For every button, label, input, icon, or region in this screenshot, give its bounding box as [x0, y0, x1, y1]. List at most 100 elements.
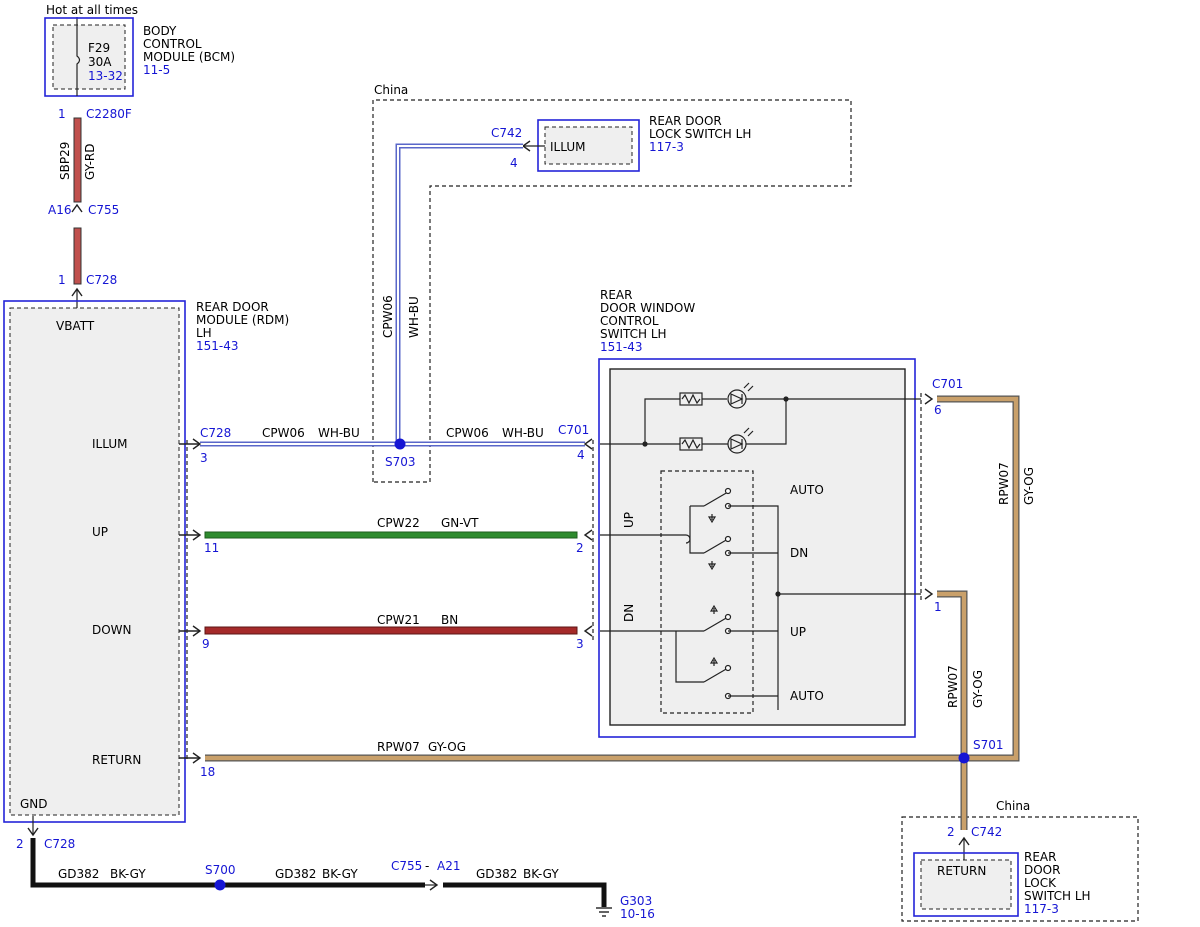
- splice-s703-label: S703: [385, 455, 416, 469]
- rpw-outer-color: GY-OG: [1022, 467, 1036, 505]
- switch-dn-out: DN: [790, 546, 808, 560]
- china-region-bottom-boundary: [901, 816, 1139, 922]
- rdm-vbatt: VBATT: [56, 319, 95, 333]
- switch-up-out: UP: [790, 625, 806, 639]
- lock-top-ref: 117-3: [649, 140, 684, 154]
- rdm-feed-pin: 1: [58, 273, 66, 287]
- down-circuit: CPW21: [377, 613, 420, 627]
- g303-ref: 10-16: [620, 907, 655, 921]
- lock-top-label: ILLUM: [550, 140, 585, 154]
- bcm-name-3: MODULE (BCM): [143, 50, 235, 64]
- fuse-icon: [76, 25, 81, 96]
- gnd-color-3: BK-GY: [523, 867, 559, 881]
- lock-bottom-pin: 2: [947, 825, 955, 839]
- gnd-circuit-3: GD382: [476, 867, 517, 881]
- rdm-up: UP: [92, 525, 108, 539]
- rdm-return: RETURN: [92, 753, 141, 767]
- splice-s700-label: S700: [205, 863, 236, 877]
- c701-6-connector: C701: [932, 377, 963, 391]
- lock-top-name-1: REAR DOOR: [649, 114, 722, 128]
- wire-cpw22: [204, 531, 578, 539]
- lock-bottom-name-4: SWITCH LH: [1024, 889, 1091, 903]
- return-pin-left: 18: [200, 765, 215, 779]
- up-pin-right: 2: [576, 541, 584, 555]
- switch-auto-bottom: AUTO: [790, 689, 824, 703]
- rear-door-module: [3, 300, 186, 823]
- region-label-top: China: [374, 83, 408, 97]
- rdm-down: DOWN: [92, 623, 132, 637]
- switch-dn-label: DN: [622, 604, 636, 622]
- rdm-feed-connector: C728: [86, 273, 117, 287]
- gnd-c755-dash: -: [425, 859, 429, 873]
- switch-auto-top: AUTO: [790, 483, 824, 497]
- rear-door-lock-switch-bottom: [913, 852, 1019, 917]
- wire-rpw07: [205, 395, 1020, 830]
- rpw-outer-circuit: RPW07: [997, 462, 1011, 505]
- up-color: GN-VT: [441, 516, 479, 530]
- switch-ref: 151-43: [600, 340, 643, 354]
- window-control-switch: [598, 358, 916, 738]
- wire-sbp29-upper: [73, 117, 82, 203]
- c755-pin: A16: [48, 203, 71, 217]
- lock-bottom-name-2: DOOR: [1024, 863, 1060, 877]
- illum-left-connector: C728: [200, 426, 231, 440]
- return-color: GY-OG: [428, 740, 466, 754]
- lock-top-pin: 4: [510, 156, 518, 170]
- fuse-id: F29: [88, 41, 110, 55]
- lock-bottom-label: RETURN: [937, 864, 986, 878]
- rear-door-lock-switch-top: [537, 119, 640, 172]
- switch-contacts: [600, 487, 921, 710]
- bcm-pin: 1: [58, 107, 66, 121]
- up-pin-left: 11: [204, 541, 219, 555]
- illum-left-circuit: CPW06: [262, 426, 305, 440]
- illum-left-pin: 3: [200, 451, 208, 465]
- wire-gd382: [30, 838, 607, 907]
- wire-cpw21: [204, 626, 578, 635]
- power-label: Hot at all times: [46, 3, 138, 17]
- return-circuit: RPW07: [377, 740, 420, 754]
- china-region-top-boundary: [372, 99, 852, 483]
- switch-name-4: SWITCH LH: [600, 327, 667, 341]
- rdm-illum: ILLUM: [92, 437, 127, 451]
- bcm-name-1: BODY: [143, 24, 177, 38]
- illum-right-color: WH-BU: [502, 426, 544, 440]
- up-circuit: CPW22: [377, 516, 420, 530]
- bcm-component: F29 30A 13-32: [44, 17, 134, 97]
- rdm-name-1: REAR DOOR: [196, 300, 269, 314]
- rdm-ref: 151-43: [196, 339, 239, 353]
- down-pin-left: 9: [202, 637, 210, 651]
- rpw-inner-color: GY-OG: [971, 670, 985, 708]
- splice-s701-label: S701: [973, 738, 1004, 752]
- splice-s703: [394, 438, 406, 450]
- lock-bottom-name-1: REAR: [1024, 850, 1056, 864]
- lock-bottom-connector: C742: [971, 825, 1002, 839]
- lock-top-connector: C742: [491, 126, 522, 140]
- down-pin-right: 3: [576, 637, 584, 651]
- gnd-circuit-1: GD382: [58, 867, 99, 881]
- c701-1-pin: 1: [934, 600, 942, 614]
- gnd-color-2: BK-GY: [322, 867, 358, 881]
- switch-connector-arrows: [583, 393, 934, 637]
- illum-vertical-circuit: CPW06: [381, 295, 395, 338]
- sbp29-circuit: SBP29: [58, 142, 72, 180]
- rdm-name-3: LH: [196, 326, 212, 340]
- fuse-ref: 13-32: [88, 69, 123, 83]
- rdm-name-2: MODULE (RDM): [196, 313, 289, 327]
- down-color: BN: [441, 613, 458, 627]
- illum-left-color: WH-BU: [318, 426, 360, 440]
- splice-s700: [214, 879, 226, 891]
- bcm-connector: C2280F: [86, 107, 132, 121]
- bcm-ref: 11-5: [143, 63, 170, 77]
- rdm-connector-arrows: [179, 438, 202, 764]
- fuse-rating: 30A: [88, 55, 112, 69]
- c701-6-pin: 6: [934, 403, 942, 417]
- gnd-pin: 2: [16, 837, 24, 851]
- switch-up-label: UP: [622, 512, 636, 528]
- splice-s701: [958, 752, 970, 764]
- lock-bottom-name-3: LOCK: [1024, 876, 1057, 890]
- gnd-a21-pin: A21: [437, 859, 460, 873]
- rpw-inner-circuit: RPW07: [946, 665, 960, 708]
- gnd-c755-connector: C755: [391, 859, 422, 873]
- switch-name-1: REAR: [600, 288, 632, 302]
